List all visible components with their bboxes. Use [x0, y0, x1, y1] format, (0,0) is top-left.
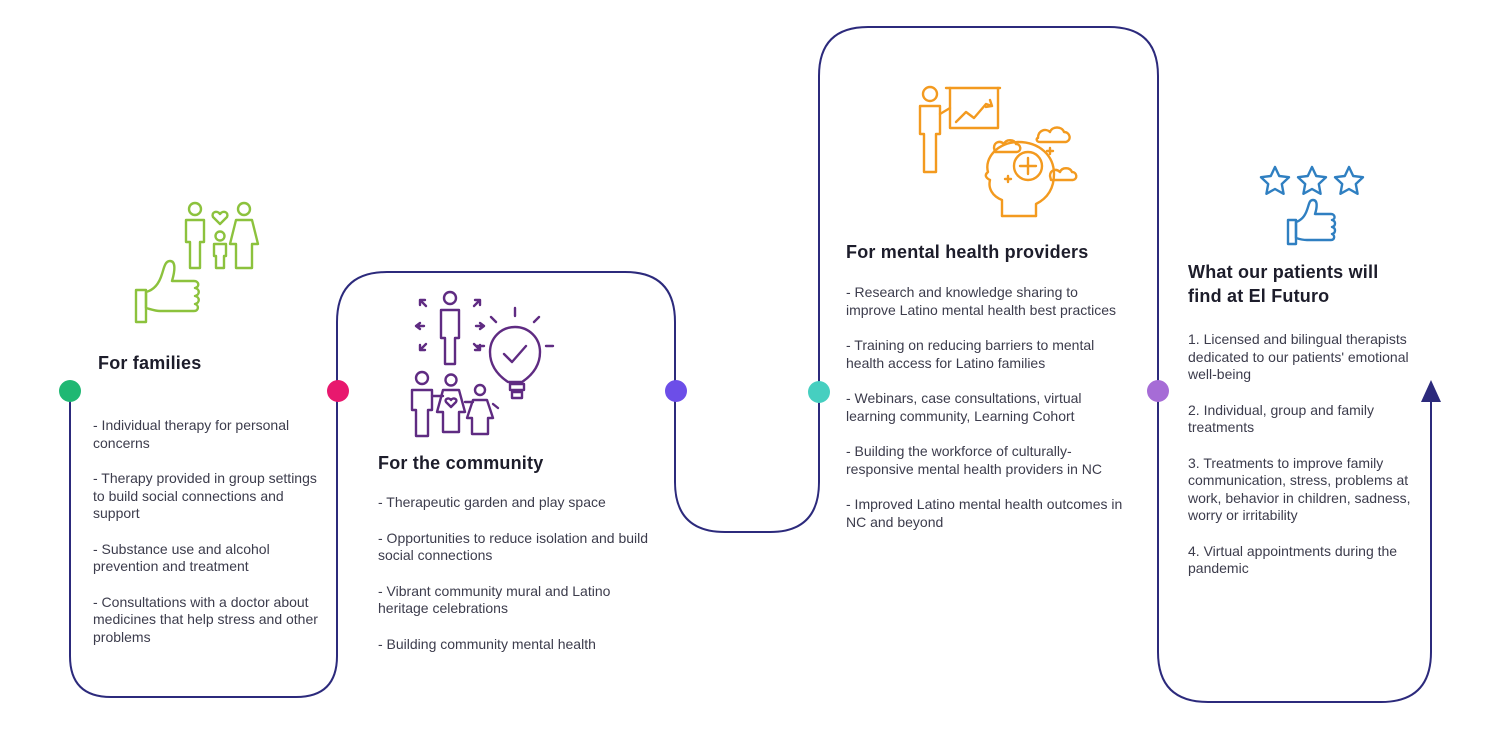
list-item: 1. Licensed and bilingual therapists ded… [1188, 331, 1409, 382]
community-lightbulb-icon [410, 290, 555, 438]
list-item: - Improved Latino mental health outcomes… [846, 496, 1123, 530]
heading-providers: For mental health providers [846, 242, 1089, 262]
patients-list: 1. Licensed and bilingual therapists ded… [1188, 331, 1422, 596]
dot-community [327, 380, 349, 402]
family-thumbs-up-icon [134, 201, 260, 324]
list-item: - Therapy provided in group settings to … [93, 470, 317, 521]
heading-community: For the community [378, 453, 544, 473]
list-item: - Building community mental health [378, 635, 596, 652]
dot-providers-right [808, 381, 830, 403]
list-item: - Training on reducing barriers to menta… [846, 337, 1095, 371]
dot-providers-left [665, 380, 687, 402]
list-item: - Research and knowledge sharing to impr… [846, 284, 1117, 318]
list-item: - Consultations with a doctor about medi… [93, 593, 318, 645]
presenter-mind-health-icon [918, 85, 1078, 218]
list-item: 3. Treatments to improve family communic… [1188, 454, 1411, 524]
families-list: - Individual therapy for personal concer… [93, 417, 328, 664]
list-item: - Therapeutic garden and play space [378, 494, 606, 510]
community-list: - Therapeutic garden and play space - Op… [378, 494, 656, 671]
arrow-up-icon [1421, 380, 1441, 402]
dot-families [59, 380, 81, 402]
list-item: 2. Individual, group and family treatmen… [1188, 401, 1374, 436]
three-stars-thumbs-up-icon [1259, 165, 1365, 246]
list-item: - Individual therapy for personal concer… [93, 417, 290, 451]
heading-families: For families [98, 353, 202, 373]
list-item: 4. Virtual appointments during the pande… [1188, 542, 1398, 577]
dot-patients [1147, 380, 1169, 402]
list-item: - Substance use and alcohol prevention a… [93, 540, 270, 575]
list-item: - Opportunities to reduce isolation and … [378, 529, 649, 564]
list-item: - Vibrant community mural and Latino her… [378, 582, 611, 617]
heading-patients: What our patients will find at El Futuro [1188, 262, 1379, 306]
timeline-path [69, 26, 1432, 703]
list-item: - Building the workforce of culturally-r… [846, 443, 1103, 477]
providers-list: - Research and knowledge sharing to impr… [846, 284, 1131, 549]
list-item: - Webinars, case consultations, virtual … [846, 390, 1082, 424]
